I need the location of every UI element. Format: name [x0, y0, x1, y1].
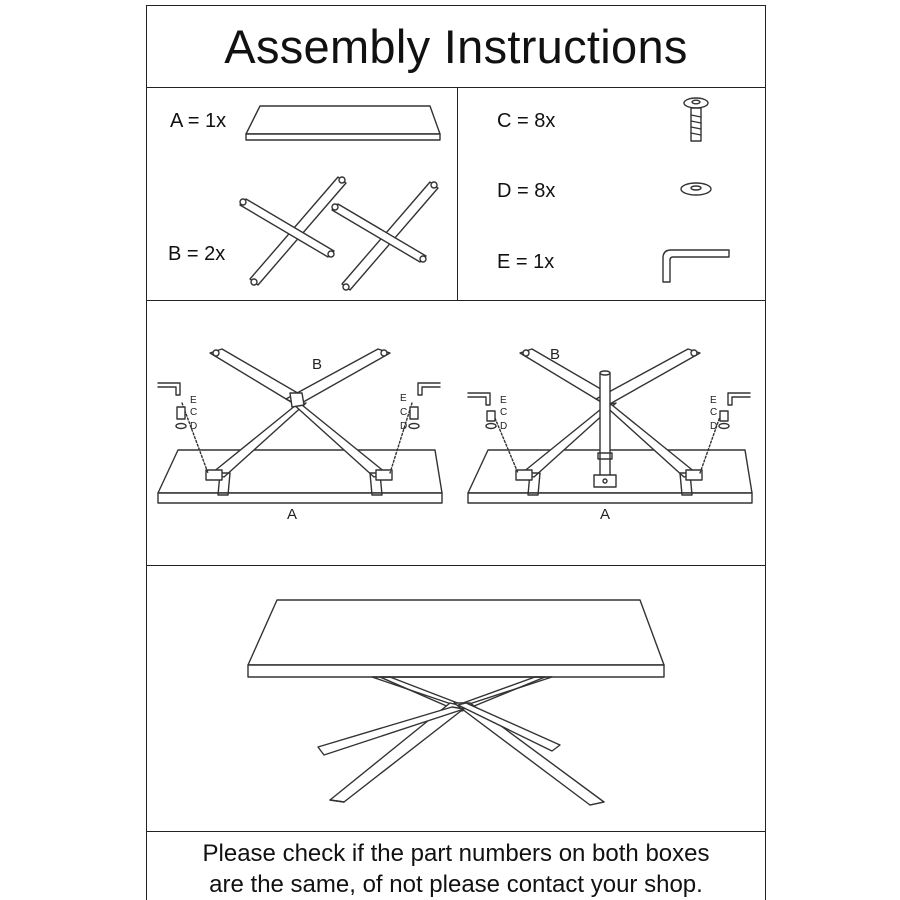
step-1-leg-frame — [205, 348, 393, 496]
divider-parts — [457, 87, 458, 300]
step-2-label-d-left: D — [500, 421, 507, 432]
step-1-label-c-right: C — [400, 407, 407, 418]
step-2-label-c-left: C — [500, 407, 507, 418]
step-1-label-a: A — [287, 506, 297, 523]
step-1-label-b: B — [312, 356, 322, 373]
part-b-label: B = 2x — [168, 243, 226, 265]
washer-icon — [680, 182, 712, 196]
step-1-label-d-left: D — [190, 421, 197, 432]
part-a-label: A = 1x — [170, 110, 227, 132]
divider-result-bottom — [146, 831, 766, 832]
step-1-label-e-right: E — [400, 393, 407, 404]
step-2-label-c-right: C — [710, 407, 717, 418]
footer-line-1: Please check if the part numbers on both… — [202, 840, 710, 867]
instruction-sheet — [146, 5, 766, 900]
step-2-label-a: A — [600, 506, 610, 523]
step-2-label-b: B — [550, 346, 560, 363]
step-2-label-d-right: D — [710, 421, 717, 432]
table-top-icon — [245, 105, 441, 141]
step-2-label-e-left: E — [500, 395, 507, 406]
step-2-label-e-right: E — [710, 395, 717, 406]
page-title: Assembly Instructions — [224, 19, 688, 73]
step-1-label-e-left: E — [190, 395, 197, 406]
assembled-table-diagram — [247, 599, 665, 806]
step-1-diagram: E C D E C D B A — [157, 348, 443, 523]
part-e-label: E = 1x — [497, 251, 555, 273]
footer-line-2: are the same, of not please contact your… — [209, 871, 703, 898]
divider-parts-bottom — [146, 300, 766, 301]
step-2-leg-frame — [515, 348, 703, 496]
divider-top — [146, 87, 766, 88]
hex-key-icon — [662, 249, 730, 283]
leg-frames-icon — [239, 176, 439, 291]
footer-note: Please check if the part numbers on both… — [146, 838, 766, 900]
step-2-diagram: E C D E C D B A — [467, 346, 753, 523]
part-d-label: D = 8x — [497, 180, 556, 202]
step-1-label-d-right: D — [400, 421, 407, 432]
bolt-icon — [683, 97, 709, 142]
part-c-label: C = 8x — [497, 110, 556, 132]
center-post — [593, 370, 617, 488]
divider-steps-bottom — [146, 565, 766, 566]
step-1-label-c-left: C — [190, 407, 197, 418]
